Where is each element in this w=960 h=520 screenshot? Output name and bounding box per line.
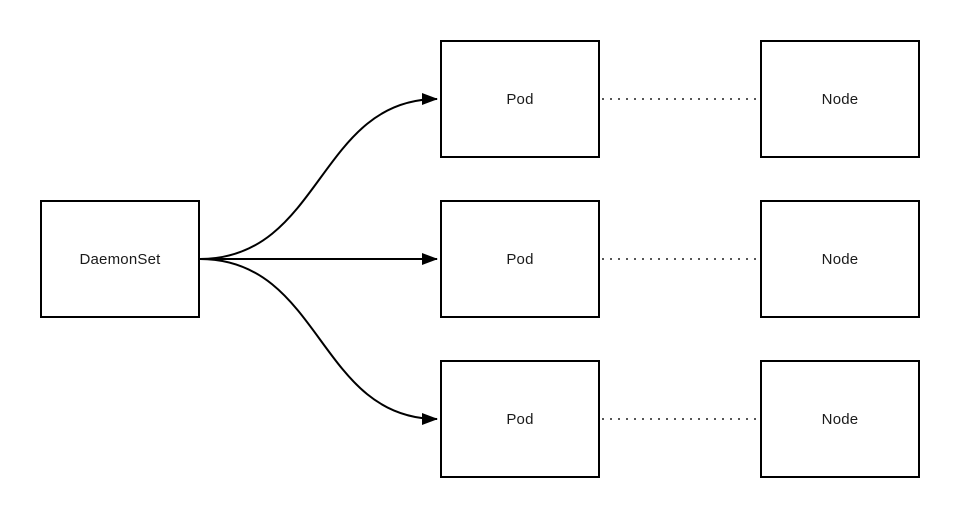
- pod-label: Pod: [506, 410, 534, 428]
- node-label: Node: [821, 90, 859, 108]
- node-label: Node: [821, 410, 859, 428]
- node-box-1: Node: [760, 40, 920, 158]
- node-box-2: Node: [760, 200, 920, 318]
- node-box-3: Node: [760, 360, 920, 478]
- daemonset-label: DaemonSet: [79, 250, 161, 268]
- arrow-daemonset-to-pod-3: [199, 258, 438, 425]
- pod-box-2: Pod: [440, 200, 600, 318]
- node-label: Node: [821, 250, 859, 268]
- pod-box-3: Pod: [440, 360, 600, 478]
- pod-label: Pod: [506, 250, 534, 268]
- arrow-daemonset-to-pod-1: [199, 93, 438, 260]
- pod-label: Pod: [506, 90, 534, 108]
- pod-box-1: Pod: [440, 40, 600, 158]
- daemonset-box: DaemonSet: [40, 200, 200, 318]
